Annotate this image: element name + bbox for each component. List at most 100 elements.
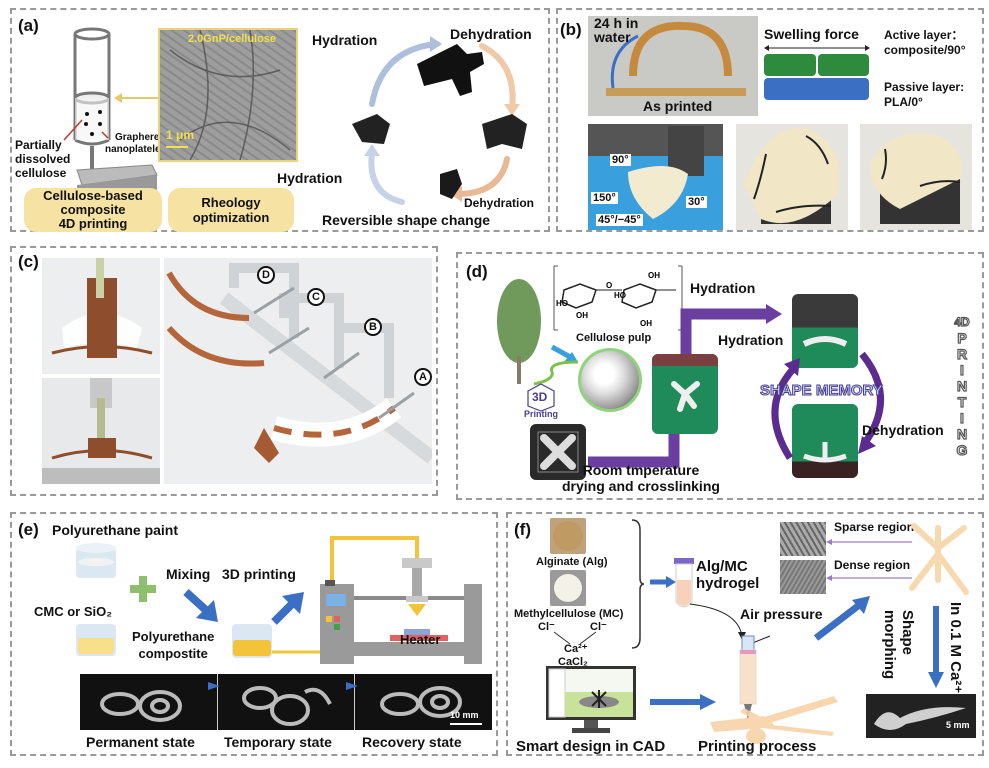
region-pointer-arrows xyxy=(826,539,912,581)
label-cl-left: Cl⁻ xyxy=(538,621,555,633)
label-room-temperature: Room tmperature drying and crosslinking xyxy=(562,462,720,494)
cross-curled xyxy=(482,114,527,149)
label-line: Alg/MC xyxy=(696,558,748,575)
label-permanent-state: Permanent state xyxy=(86,734,195,750)
label-calcium-bath: In 0.1 M Ca²⁺ xyxy=(947,602,964,694)
photo-state-strip: 10 mm xyxy=(80,674,492,730)
marker-c: C xyxy=(307,288,325,306)
cellulose-structure: HO OH O HO OH OH xyxy=(553,265,683,331)
annotation-graphene: Graphere nanoplatelets xyxy=(105,132,169,156)
panel-a: (a) Partially dissolved cellulose Graphe… xyxy=(10,8,550,232)
beaker-cmc xyxy=(76,624,116,656)
angle-90: 90° xyxy=(610,154,631,166)
shape-memory-cycle-arrows xyxy=(771,351,884,460)
side-title-letter: R xyxy=(956,345,968,362)
label-swelling-force: Swelling force xyxy=(764,26,859,42)
chem-oh-1: OH xyxy=(576,311,588,320)
label-hydrogel: Alg/MC hydrogel xyxy=(696,558,759,592)
sem-caption: 2.0GnP/cellulose xyxy=(188,33,277,45)
mixing-arrow xyxy=(183,589,218,622)
scale-bar-5mm: 5 mm xyxy=(946,720,970,730)
label-active-layer: Active layer： composite/90° xyxy=(884,28,966,58)
label-shape-morphing: Shape morphing xyxy=(880,610,916,679)
label-cellulose-pulp: Cellulose pulp xyxy=(576,332,652,344)
label-dense-region: Dense region xyxy=(834,558,911,572)
plus-icon xyxy=(130,576,156,602)
tree-icon xyxy=(497,279,541,384)
side-title-letter: N xyxy=(956,425,968,442)
photo-cellulose-pulp xyxy=(578,348,642,412)
arch-sample xyxy=(606,21,746,96)
label-cl-right: Cl⁻ xyxy=(590,621,607,633)
label-3d: 3D xyxy=(532,390,548,404)
strip-top xyxy=(51,258,153,358)
clamp-rig-drawing xyxy=(166,263,432,464)
label-line: water xyxy=(594,29,631,45)
arrow-to-hydrogel xyxy=(650,576,676,588)
printing-arrow xyxy=(271,592,304,625)
label-calcium: Ca²⁺ xyxy=(564,643,588,655)
morphed-shape-icon xyxy=(909,523,969,595)
strip-bottom xyxy=(42,378,160,484)
chem-oh-2: OH xyxy=(648,271,660,280)
label-dehydration: Dehydration xyxy=(862,422,944,438)
photo-clamp-rig: D C B A xyxy=(164,258,432,484)
photo-as-printed: 24 h in water As printed xyxy=(588,16,758,116)
panel-c-label: (c) xyxy=(18,252,39,271)
chem-oh-3: OH xyxy=(640,319,652,328)
label-line: PLA/0° xyxy=(884,95,923,109)
marker-a: A xyxy=(414,368,432,386)
label-line: compostite xyxy=(138,646,208,661)
syringe-icon xyxy=(63,27,158,200)
passive-layer-block xyxy=(764,78,869,100)
annotation-line: cellulose xyxy=(15,166,67,180)
label-line: Polyurethane xyxy=(132,629,215,644)
side-title-letter: I xyxy=(959,361,964,378)
cube-3d-icon xyxy=(527,383,555,412)
sem-sparse-region xyxy=(780,522,826,556)
label-cmc-sio2: CMC or SiO₂ xyxy=(34,604,112,619)
blue-arrow-tree-to-pulp xyxy=(550,344,578,362)
photo-hydrated-state xyxy=(792,294,858,368)
beaker-composite xyxy=(232,624,272,658)
chem-ho-2: HO xyxy=(614,291,626,300)
cube-folded xyxy=(440,169,462,199)
photo-dehydrated-state xyxy=(792,404,858,478)
deformed-trefoil xyxy=(870,133,963,224)
cycle-hydration-top: Hydration xyxy=(312,32,378,48)
photo-flower-mat xyxy=(652,354,718,434)
marker-b: B xyxy=(364,318,382,336)
cycle-dehydration-top: Dehydration xyxy=(450,26,532,42)
printed-shape-peach xyxy=(710,696,838,744)
label-3d-printing: 3D printing xyxy=(222,566,296,582)
photo-alginate xyxy=(550,518,586,554)
flat-trefoil xyxy=(744,127,840,224)
printer-3d-icon xyxy=(272,536,482,664)
label-shape-memory: SHAPE MEMORY xyxy=(760,382,884,400)
label-as-printed: As printed xyxy=(643,98,713,114)
panel-b: (b) 24 h in water As printed Swelling fo… xyxy=(556,8,984,232)
label-temporary-state: Temporary state xyxy=(224,734,332,750)
side-title-4d: 4D xyxy=(954,314,971,329)
panel-a-label: (a) xyxy=(18,16,39,35)
panel-b-label: (b) xyxy=(560,20,582,39)
pill-line: Rheology xyxy=(201,195,261,210)
side-title-4d-printing: 4D P R I N T I N G xyxy=(952,314,972,458)
side-title-letter: G xyxy=(956,441,968,458)
annotation-line: dissolved xyxy=(15,152,71,166)
arrow-down-shape-morphing xyxy=(928,606,944,688)
syringe-dispenser-icon xyxy=(739,635,771,720)
morphed-result-shape xyxy=(874,707,966,730)
sem-scale-bar xyxy=(166,146,188,148)
label-passive-layer: Passive layer: PLA/0° xyxy=(884,80,964,110)
label-sparse-region: Sparse region xyxy=(834,520,915,534)
test-tube-icon xyxy=(674,558,694,608)
panel-d-label: (d) xyxy=(466,262,488,281)
photo-bottom-print xyxy=(42,378,160,484)
angle-45: 45°/−45° xyxy=(596,214,643,226)
label-line: Passive layer: xyxy=(884,80,965,94)
ionic-bonds xyxy=(553,631,597,645)
green-link-line xyxy=(533,360,579,386)
sem-scale-label: 1 μm xyxy=(166,128,195,142)
label-hydration-top: Hydration xyxy=(690,280,756,296)
